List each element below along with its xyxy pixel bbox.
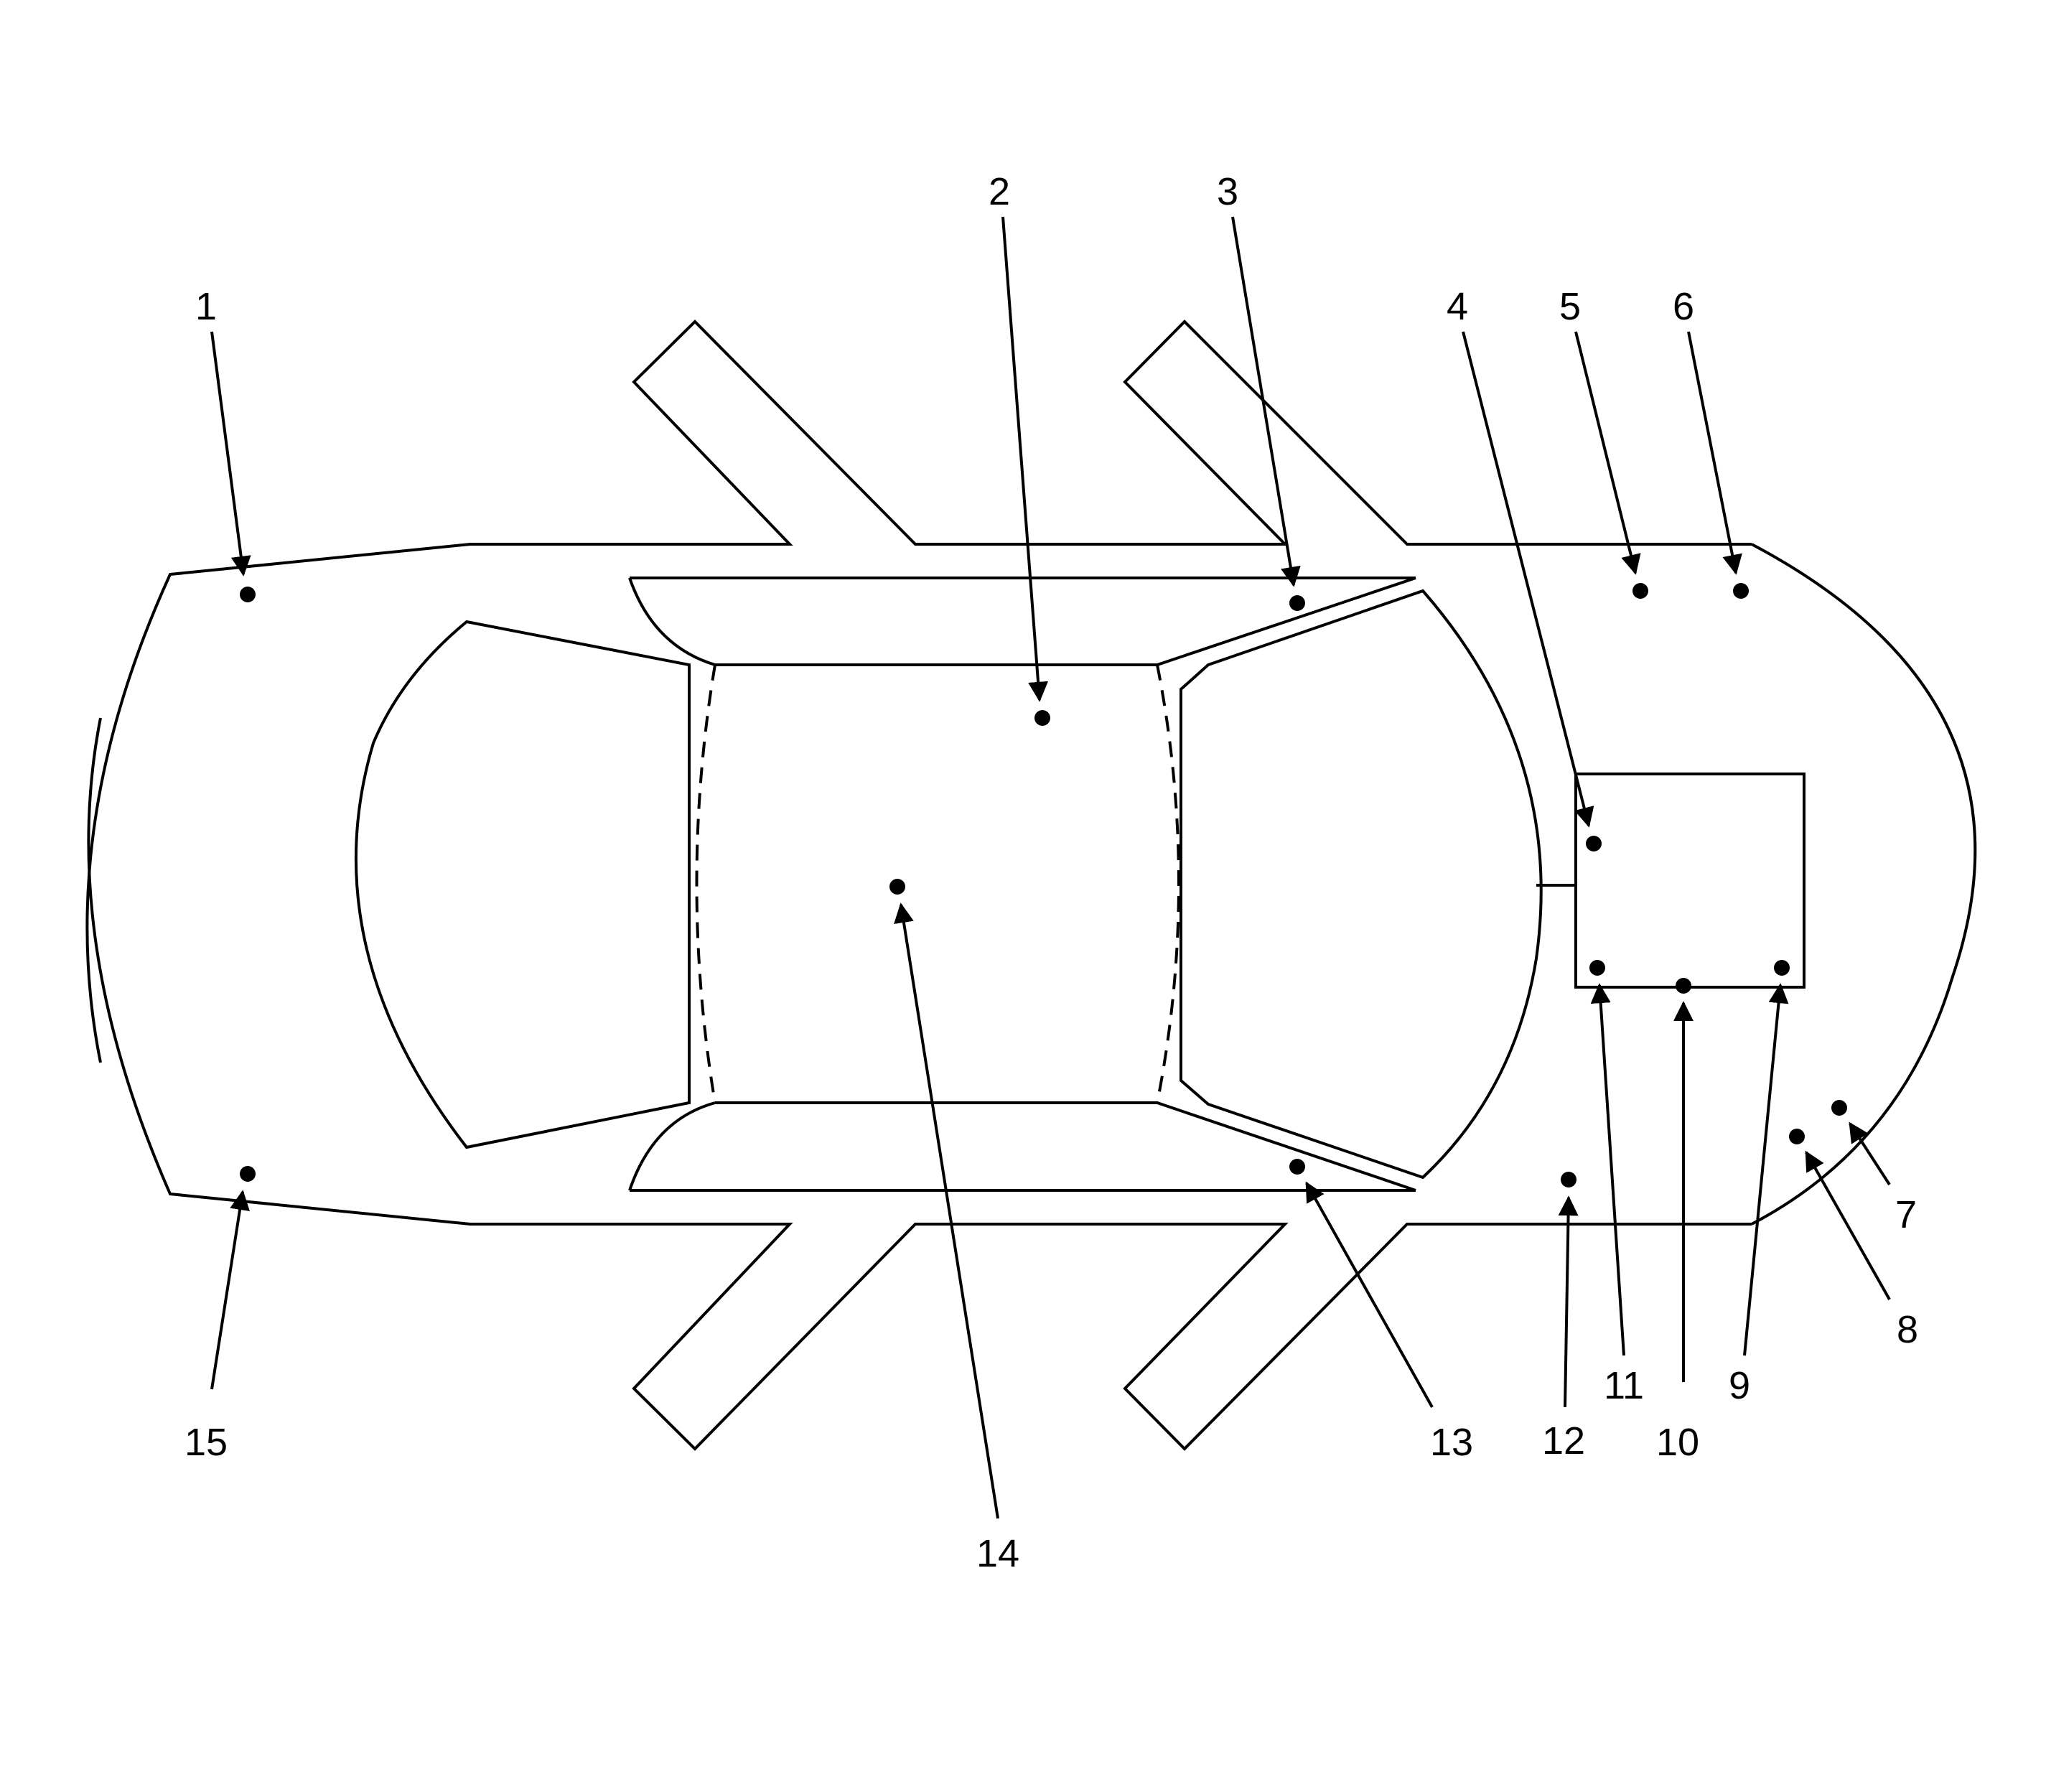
- location-dot-14: [889, 879, 905, 895]
- location-dot-7: [1831, 1100, 1847, 1116]
- leader-line-9: [1743, 983, 1789, 1356]
- leader-line-13: [1305, 1181, 1434, 1408]
- location-dot-13: [1289, 1159, 1305, 1175]
- location-dot-3: [1289, 595, 1305, 611]
- leader-line-6: [1687, 331, 1742, 575]
- location-dot-15: [240, 1166, 256, 1182]
- location-dot-1: [240, 587, 256, 602]
- callout-14: 14: [976, 1532, 1019, 1575]
- leader-line-3: [1231, 216, 1301, 587]
- roof-top-edge: [715, 577, 1416, 666]
- location-dot-5: [1632, 583, 1648, 599]
- callout-5: 5: [1559, 285, 1581, 328]
- location-dot-6: [1733, 583, 1749, 599]
- front-pillar-dashed: [1156, 664, 1180, 1103]
- callout-8: 8: [1897, 1308, 1918, 1351]
- location-dot-2: [1034, 710, 1050, 726]
- cabin: [354, 577, 1543, 1192]
- rail-curve-top: [628, 577, 716, 666]
- callout-6: 6: [1673, 285, 1694, 328]
- callout-2: 2: [989, 170, 1010, 213]
- leader-line-5: [1574, 331, 1641, 575]
- body-front-curve: [1751, 543, 1977, 1226]
- callout-4: 4: [1447, 285, 1468, 328]
- callout-15: 15: [184, 1421, 228, 1464]
- leader-line-7: [1849, 1121, 1891, 1186]
- callout-3: 3: [1217, 170, 1238, 213]
- leader-line-4: [1462, 331, 1594, 828]
- leader-line-12: [1558, 1195, 1579, 1408]
- callout-11: 11: [1604, 1364, 1644, 1407]
- rear-window: [354, 620, 691, 1149]
- leader-line-1: [210, 331, 251, 577]
- leader-line-11: [1590, 983, 1625, 1356]
- location-dots: [240, 583, 1847, 1187]
- location-dot-12: [1561, 1172, 1576, 1187]
- body-outline-bottom: [87, 717, 1752, 1451]
- body-outline-top: [85, 319, 1752, 1063]
- windshield: [1180, 589, 1543, 1180]
- callout-1: 1: [195, 285, 217, 328]
- rail-curve-bottom: [628, 1101, 716, 1191]
- leader-line-15: [210, 1190, 250, 1390]
- callout-7: 7: [1895, 1193, 1917, 1236]
- callout-9: 9: [1729, 1364, 1750, 1407]
- roof-bottom-edge: [715, 1101, 1416, 1192]
- module-box-outline: [1574, 773, 1806, 989]
- callout-12: 12: [1542, 1419, 1585, 1462]
- leader-line-14: [894, 902, 999, 1519]
- location-dot-11: [1589, 960, 1605, 976]
- callout-labels: 1 2 3 4 5 6 7 8 9 10 11 12 13 14 15: [184, 170, 1918, 1575]
- location-dot-10: [1676, 978, 1691, 994]
- callout-10: 10: [1656, 1421, 1699, 1464]
- location-dot-8: [1789, 1129, 1805, 1144]
- vehicle-body: [85, 319, 1977, 1451]
- leader-line-8: [1805, 1150, 1891, 1300]
- location-dot-9: [1774, 960, 1790, 976]
- location-dot-4: [1586, 836, 1602, 851]
- rear-pillar-dashed: [695, 664, 716, 1103]
- module-box: [1536, 773, 1806, 989]
- callout-13: 13: [1430, 1421, 1473, 1464]
- leader-line-2: [1001, 216, 1049, 702]
- leader-lines: [210, 216, 1891, 1519]
